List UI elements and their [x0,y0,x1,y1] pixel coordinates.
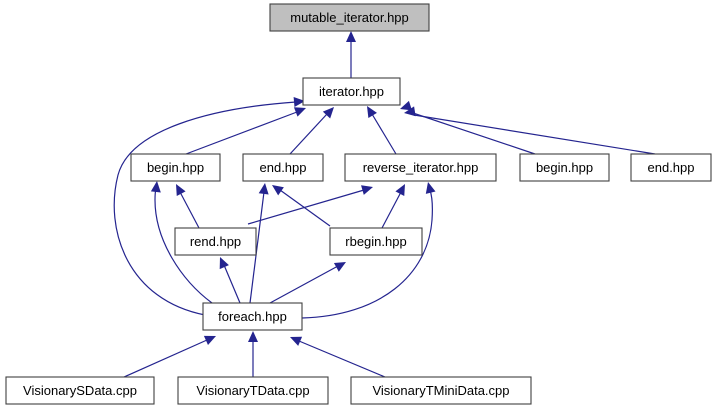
node-visionary_sdata[interactable]: VisionarySData.cpp [5,376,155,405]
node-begin1-label: begin.hpp [147,160,204,175]
edge-begin2-to-iterator [400,100,536,155]
edge-foreach-to-begin1-arrowhead [150,181,161,193]
node-visionary_tminidata[interactable]: VisionaryTMiniData.cpp [350,376,532,405]
node-end1-label: end.hpp [260,160,307,175]
edges-layer [113,31,656,378]
edge-visionary-tminidata-to-foreach-line [298,340,386,378]
edge-visionary-sdata-to-foreach-line [123,339,208,378]
edge-reverse-iterator-to-iterator [367,106,397,155]
node-rend-box[interactable] [174,227,257,256]
edge-foreach-to-rend [219,257,241,304]
edge-rbegin-to-end1-arrowhead [272,185,284,196]
node-visionary_sdata-box[interactable] [5,376,155,405]
edge-rend-to-reverse-iterator-line [247,189,365,225]
node-iterator[interactable]: iterator.hpp [302,77,401,106]
edge-end1-to-iterator [289,107,334,155]
node-mutable_iterator-box[interactable] [269,3,430,32]
edge-foreach-to-rbegin-arrowhead [333,262,346,272]
edge-rbegin-to-reverse-iterator [381,184,405,229]
edge-rend-to-reverse-iterator [247,185,373,225]
edge-foreach-to-rbegin [269,262,346,304]
edge-foreach-to-begin1 [150,181,213,304]
edge-foreach-to-reverse-iterator [301,182,436,319]
edge-begin2-to-iterator-line [409,111,536,155]
node-foreach[interactable]: foreach.hpp [202,302,303,331]
edge-visionary-tminidata-to-foreach [290,336,386,378]
node-rend[interactable]: rend.hpp [174,227,257,256]
edge-end2-to-iterator [404,106,656,155]
node-visionary_tdata-label: VisionaryTData.cpp [196,383,309,398]
node-visionary_tminidata-label: VisionaryTMiniData.cpp [372,383,509,398]
edge-visionary-tdata-to-foreach [248,331,258,377]
edge-foreach-to-iterator-arrowhead [293,96,305,107]
edge-visionary-tdata-to-foreach-arrowhead [248,331,258,342]
edge-end1-to-iterator-line [289,113,328,155]
node-rbegin-label: rbegin.hpp [345,234,406,249]
edge-visionary-tminidata-to-foreach-arrowhead [290,336,303,346]
edge-foreach-to-iterator-line [113,101,297,316]
edge-foreach-to-end1-arrowhead [258,183,269,195]
node-begin1-box[interactable] [130,153,221,182]
edge-end2-to-iterator-arrowhead [404,106,416,117]
node-mutable_iterator[interactable]: mutable_iterator.hpp [269,3,430,32]
edge-foreach-to-reverse-iterator-arrowhead [425,182,436,194]
node-foreach-label: foreach.hpp [218,309,287,324]
node-end2-box[interactable] [630,153,712,182]
node-begin2[interactable]: begin.hpp [519,153,610,182]
edge-foreach-to-rend-arrowhead [219,257,229,270]
node-visionary_tdata-box[interactable] [177,376,329,405]
node-begin2-label: begin.hpp [536,160,593,175]
edge-iterator-to-mutable-iterator [346,31,356,78]
edge-begin1-to-iterator-arrowhead [293,107,306,117]
node-visionary_tdata[interactable]: VisionaryTData.cpp [177,376,329,405]
node-iterator-box[interactable] [302,77,401,106]
node-rend-label: rend.hpp [190,234,241,249]
node-end1[interactable]: end.hpp [242,153,324,182]
node-begin2-box[interactable] [519,153,610,182]
node-end1-box[interactable] [242,153,324,182]
edge-begin1-to-iterator [185,107,306,155]
edge-rend-to-reverse-iterator-arrowhead [361,185,373,195]
edge-rbegin-to-reverse-iterator-arrowhead [395,184,405,197]
edge-rend-to-begin1 [176,184,200,229]
edge-end2-to-iterator-line [413,114,656,155]
edge-rbegin-to-reverse-iterator-line [381,191,402,229]
edge-begin1-to-iterator-line [185,111,298,155]
node-visionary_tminidata-box[interactable] [350,376,532,405]
node-reverse_iterator-label: reverse_iterator.hpp [363,160,479,175]
edge-rend-to-begin1-arrowhead [176,184,186,197]
edge-reverse-iterator-to-iterator-line [371,113,397,155]
node-end2[interactable]: end.hpp [630,153,712,182]
edge-visionary-sdata-to-foreach [123,335,216,378]
node-end2-label: end.hpp [648,160,695,175]
edge-foreach-to-reverse-iterator-line [301,189,433,319]
node-reverse_iterator[interactable]: reverse_iterator.hpp [344,153,497,182]
edge-iterator-to-mutable-iterator-arrowhead [346,31,356,42]
node-foreach-box[interactable] [202,302,303,331]
node-visionary_sdata-label: VisionarySData.cpp [23,383,137,398]
nodes-layer: mutable_iterator.hpp iterator.hpp begin.hp… [5,3,712,405]
edge-visionary-sdata-to-foreach-arrowhead [203,335,216,346]
node-iterator-label: iterator.hpp [319,84,384,99]
edge-rbegin-to-end1 [272,185,331,227]
edge-end1-to-iterator-arrowhead [322,107,334,119]
edge-foreach-to-rend-line [223,264,241,304]
node-mutable_iterator-label: mutable_iterator.hpp [290,10,409,25]
node-rbegin[interactable]: rbegin.hpp [329,227,423,256]
node-rbegin-box[interactable] [329,227,423,256]
node-begin1[interactable]: begin.hpp [130,153,221,182]
edge-rend-to-begin1-line [179,191,200,229]
edge-foreach-to-end1 [249,183,269,304]
edge-foreach-to-rbegin-line [269,265,339,304]
edge-foreach-to-begin1-line [154,188,213,304]
edge-reverse-iterator-to-iterator-arrowhead [367,106,377,119]
edge-begin2-to-iterator-arrowhead [400,100,413,111]
edge-foreach-to-end1-line [249,191,265,304]
edge-rbegin-to-end1-line [279,189,331,227]
edge-foreach-to-iterator [113,96,305,316]
node-reverse_iterator-box[interactable] [344,153,497,182]
